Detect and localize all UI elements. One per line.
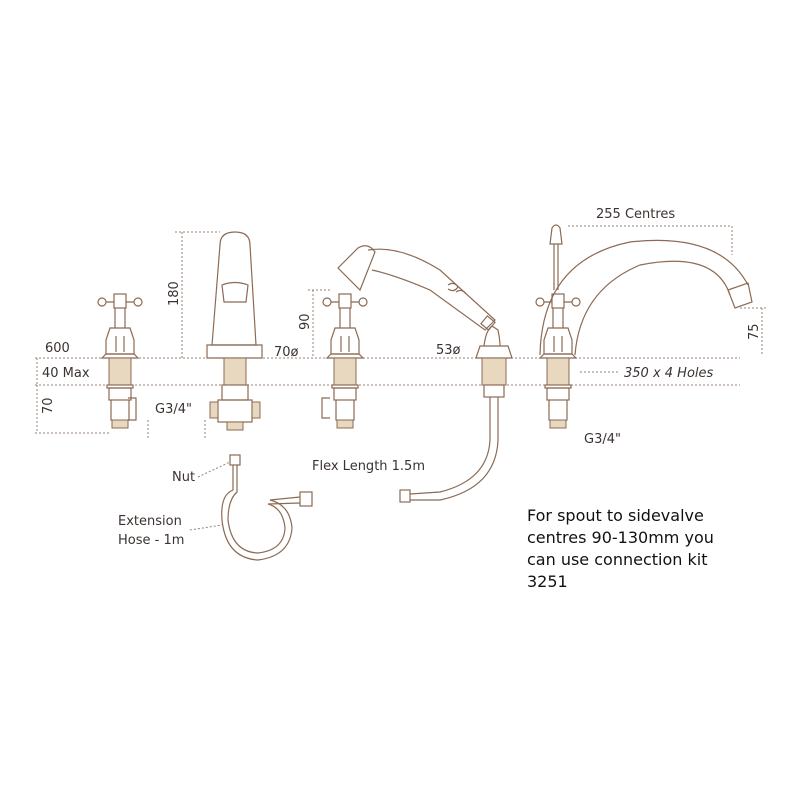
middle-inlet: [321, 397, 330, 419]
label-handle-diameter: 600: [45, 341, 70, 356]
bath-spout-valve: [539, 224, 753, 356]
label-centres: 255 Centres: [596, 207, 675, 222]
label-inlet-left: G3/4": [155, 402, 192, 417]
label-extension-hose-1: Extension: [118, 514, 182, 529]
note-line: For spout to sidevalve: [527, 506, 704, 525]
label-nut: Nut: [172, 470, 195, 485]
dimension-lines: [35, 225, 768, 531]
label-shower-base-diameter: 53ø: [436, 343, 461, 358]
label-holes: 350 x 4 Holes: [624, 366, 714, 381]
middle-valve: [323, 294, 367, 428]
bath-spout: [206, 231, 263, 431]
label-below-deck: 70: [41, 397, 56, 414]
note-line: 3251: [527, 572, 568, 591]
label-valve-height: 90: [298, 313, 313, 330]
label-inlet-right: G3/4": [584, 432, 621, 447]
label-flex-length: Flex Length 1.5m: [312, 459, 425, 474]
label-extension-hose-2: Hose - 1m: [118, 533, 184, 548]
left-inlet: [128, 397, 137, 421]
label-spout-height: 180: [167, 281, 182, 306]
extension-hose: [221, 454, 313, 561]
right-valve: [536, 294, 580, 428]
label-spout-drop: 75: [747, 323, 762, 340]
label-spout-base-diameter: 70ø: [274, 345, 299, 360]
note-line: centres 90-130mm you: [527, 528, 714, 547]
hand-shower: [337, 245, 513, 503]
connection-kit-note: For spout to sidevalve centres 90-130mm …: [527, 505, 714, 593]
label-deck-thickness: 40 Max: [42, 366, 90, 381]
note-line: can use connection kit: [527, 550, 708, 569]
